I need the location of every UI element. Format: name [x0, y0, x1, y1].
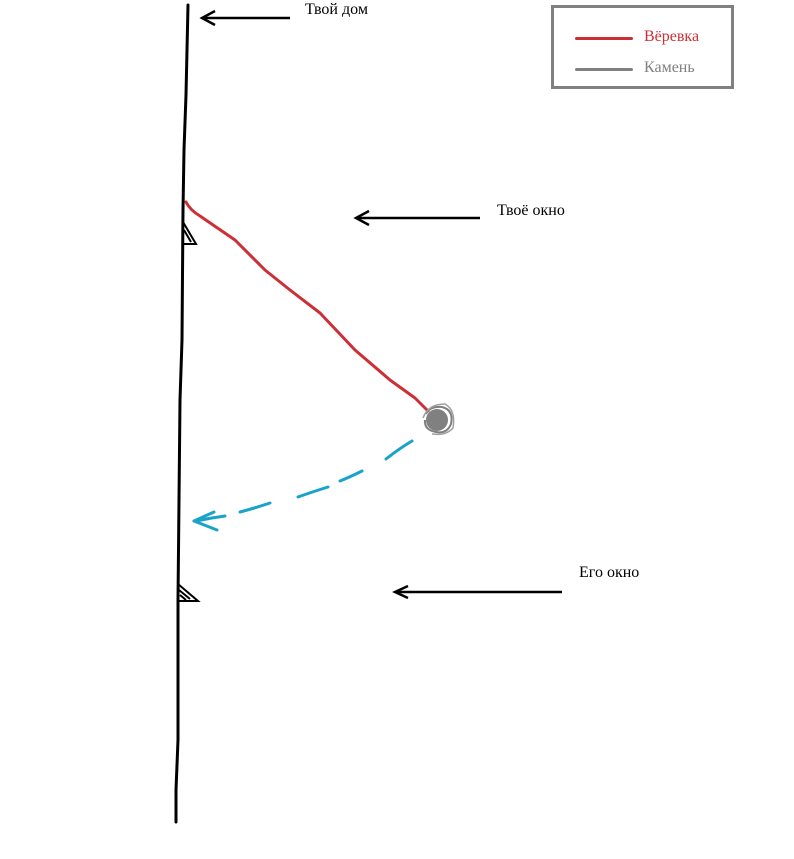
legend: Вёревка Камень [551, 5, 734, 89]
legend-item-stone: Камень [554, 59, 731, 79]
trajectory-path [192, 439, 414, 532]
your-window-label: Твоё окно [497, 202, 565, 219]
stone-icon [422, 403, 455, 436]
his-window-icon [177, 583, 201, 602]
stone-swatch [575, 68, 633, 71]
house-label: Твой дом [305, 1, 368, 18]
your-window-arrow-icon [353, 209, 480, 227]
house-wall [174, 3, 190, 824]
his-window-label: Его окно [579, 564, 640, 581]
legend-stone-label: Камень [644, 59, 695, 76]
your-window-icon [182, 221, 198, 245]
his-window-arrow-icon [392, 584, 562, 600]
rope-line [184, 200, 430, 413]
legend-rope-label: Вёревка [644, 28, 700, 45]
house-arrow-icon [199, 9, 290, 27]
legend-item-rope: Вёревка [554, 28, 731, 48]
rope-swatch [575, 37, 633, 40]
